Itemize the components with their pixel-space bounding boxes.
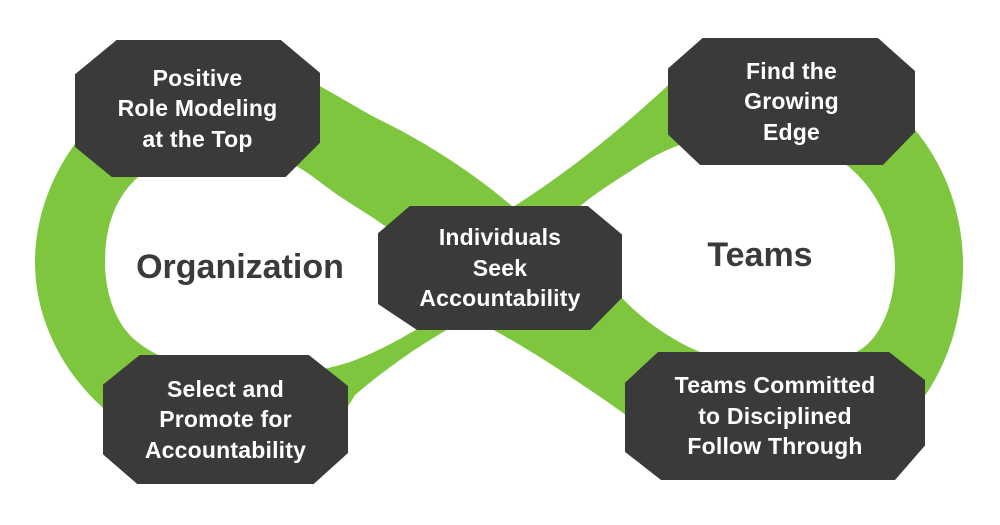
- badge-individuals-seek-accountability: Individuals Seek Accountability: [378, 206, 622, 330]
- badge-line: Accountability: [419, 285, 581, 312]
- badge-teams-committed-follow-through: Teams Committed to Disciplined Follow Th…: [625, 352, 925, 480]
- badge-line: to Disciplined: [698, 402, 852, 429]
- left-loop-label: Organization: [136, 248, 344, 286]
- badge-line: Role Modeling: [117, 95, 278, 122]
- badge-line: Growing: [744, 88, 839, 115]
- badge-line: Accountability: [144, 436, 307, 463]
- badge-line: Select and: [166, 375, 285, 402]
- badge-line: Positive: [152, 64, 243, 91]
- badge-line: Find the: [745, 57, 838, 84]
- badge-line: Promote for: [159, 406, 292, 433]
- badge-line: Follow Through: [687, 433, 863, 460]
- badge-positive-role-modeling: Positive Role Modeling at the Top: [75, 40, 320, 177]
- badge-select-promote-accountability: Select and Promote for Accountability: [103, 355, 348, 484]
- badge-line: Edge: [762, 118, 821, 145]
- badge-line: Individuals: [438, 224, 562, 251]
- right-loop-label: Teams: [707, 236, 813, 274]
- badge-find-growing-edge: Find the Growing Edge: [668, 38, 915, 165]
- badge-line: at the Top: [142, 125, 253, 152]
- badge-line: Teams Committed: [674, 372, 876, 399]
- badge-line: Seek: [472, 254, 528, 281]
